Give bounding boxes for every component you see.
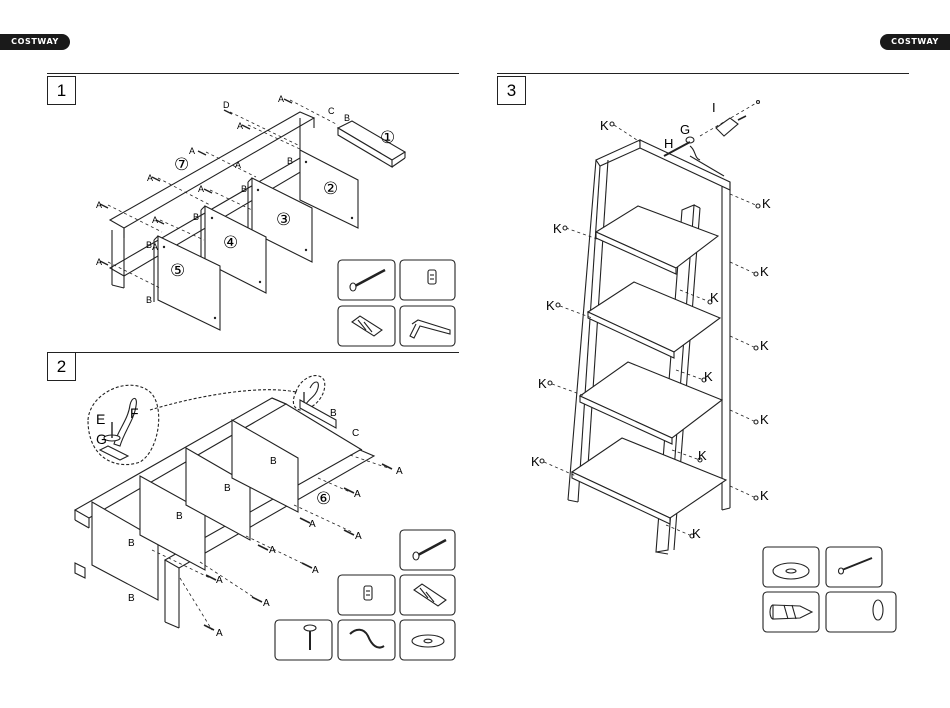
label-a: A: [312, 565, 319, 576]
step2-hardware: [275, 530, 455, 660]
label-k: K: [553, 221, 562, 236]
label-b: B: [128, 538, 135, 549]
label-a: A: [96, 257, 102, 267]
label-k: K: [760, 412, 769, 427]
cam-lock-icon: [364, 586, 372, 600]
label-a: A: [152, 215, 158, 225]
step1-hardware: [338, 260, 455, 346]
label-a: A: [263, 598, 270, 609]
label-k: K: [762, 196, 771, 211]
cam-lock-icon: [428, 270, 436, 284]
label-a: A: [278, 94, 284, 104]
label-a: A: [216, 628, 223, 639]
label-b: B: [193, 212, 199, 222]
label-k: K: [538, 376, 547, 391]
label-a: A: [96, 200, 102, 210]
label-b: B: [270, 456, 277, 467]
part-number-4: ④: [223, 233, 238, 252]
label-a: A: [189, 146, 195, 156]
label-f: F: [130, 405, 139, 421]
label-k: K: [692, 526, 701, 541]
label-a: A: [309, 519, 316, 530]
part-number-3: ③: [276, 210, 291, 229]
shelf-boards: [92, 400, 336, 600]
label-g: G: [96, 431, 107, 447]
label-b: B: [287, 156, 293, 166]
part-number-5: ⑤: [170, 261, 185, 280]
washer-icon: [412, 635, 444, 647]
washer-icon: [773, 563, 809, 579]
label-a: A: [269, 545, 276, 556]
label-a: A: [235, 160, 241, 170]
label-a: A: [198, 184, 204, 194]
label-k: K: [710, 290, 719, 305]
label-a: A: [355, 531, 362, 542]
label-a: A: [216, 575, 223, 586]
label-k: K: [760, 264, 769, 279]
label-d: D: [223, 100, 230, 110]
hardware-box-long-screw: [826, 547, 882, 587]
label-a: A: [354, 489, 361, 500]
label-a: A: [152, 242, 158, 252]
label-g: G: [680, 122, 690, 137]
label-b: B: [241, 184, 247, 194]
label-a: A: [237, 121, 243, 131]
part-number-7: ⑦: [174, 155, 189, 174]
label-k: K: [760, 338, 769, 353]
cap-icon: [873, 600, 883, 620]
label-b: B: [224, 483, 231, 494]
step3-illustration: K K K K K K K K K K K K K K G H I: [531, 100, 896, 632]
label-c: C: [352, 428, 359, 439]
label-i: I: [712, 100, 716, 115]
label-a: A: [147, 173, 153, 183]
label-c: C: [328, 106, 335, 116]
step2-illustration: A A A A A A A A A B B B B B B C E F G ⑥: [75, 376, 455, 660]
label-k: K: [704, 369, 713, 384]
part-number-2: ②: [323, 179, 338, 198]
label-b: B: [176, 511, 183, 522]
label-k: K: [546, 298, 555, 313]
label-b: B: [344, 113, 350, 123]
label-b: B: [128, 593, 135, 604]
hardware-box-strap: [338, 620, 395, 660]
label-b: B: [330, 408, 337, 419]
label-k: K: [760, 488, 769, 503]
part-number-1: ①: [380, 128, 395, 147]
label-a: A: [396, 466, 403, 477]
label-b: B: [146, 240, 152, 250]
label-e: E: [96, 411, 105, 427]
label-k: K: [698, 448, 707, 463]
hardware-box-cap: [826, 592, 896, 632]
ladder-shelf: [568, 140, 730, 554]
step3-hardware: [763, 547, 896, 632]
part-number-6: ⑥: [316, 489, 331, 508]
label-k: K: [600, 118, 609, 133]
hardware-box-short-screw: [275, 620, 332, 660]
step1-illustration: A A A A A A A A A A D C B B B B B B ① ② …: [96, 94, 455, 346]
label-h: H: [664, 136, 673, 151]
label-k: K: [531, 454, 540, 469]
label-b: B: [146, 295, 152, 305]
